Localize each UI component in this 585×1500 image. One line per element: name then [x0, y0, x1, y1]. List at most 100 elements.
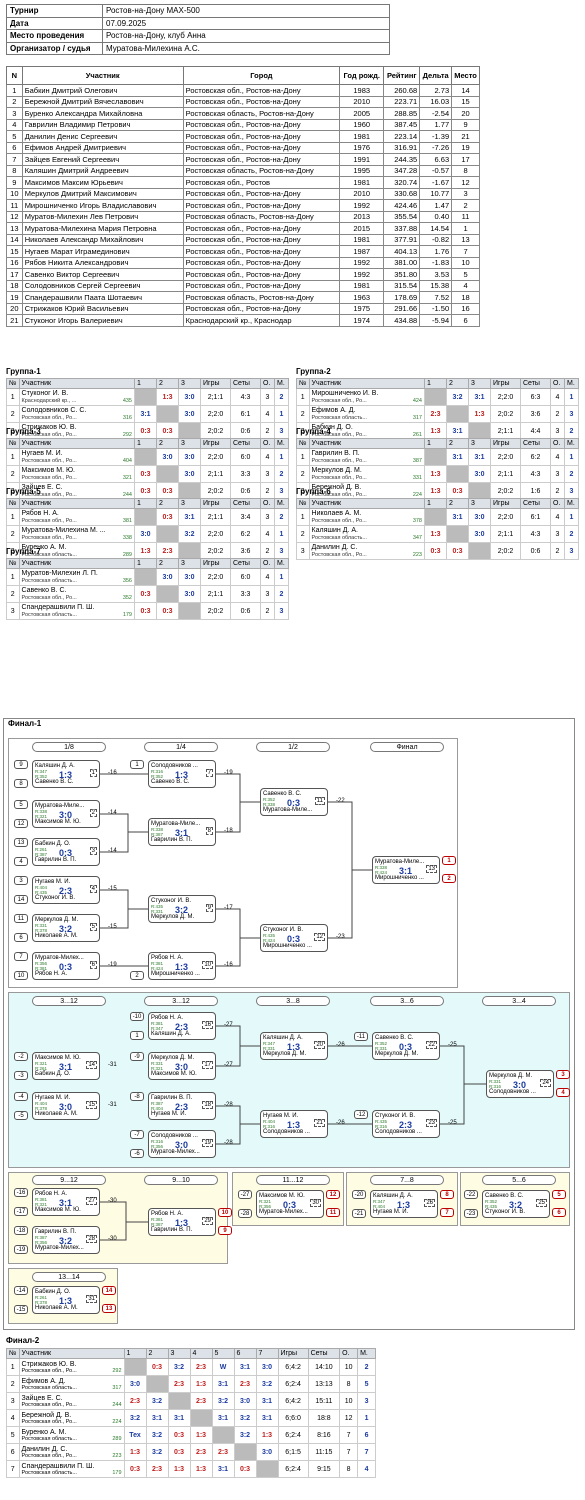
- loser-goes-to: -14: [108, 810, 117, 816]
- seed-badge: -4: [14, 1092, 28, 1101]
- round-label: 1/2: [256, 742, 330, 752]
- place-badge: 14: [102, 1286, 116, 1295]
- round-label: 3...6: [370, 996, 444, 1006]
- seed-badge: 5: [14, 800, 28, 809]
- loser-goes-to: -28: [224, 1102, 233, 1108]
- round-label: 3...8: [256, 996, 330, 1006]
- place-badge: 5: [552, 1190, 566, 1199]
- place-badge: 9: [218, 1226, 232, 1235]
- group-title: Группа-7: [6, 547, 41, 556]
- seed-badge: -8: [130, 1092, 144, 1101]
- round-label: 7...8: [370, 1175, 444, 1185]
- seed-badge: -11: [354, 1032, 368, 1041]
- round-label: 1/4: [144, 742, 218, 752]
- seed-badge: -16: [14, 1188, 28, 1197]
- loser-goes-to: -19: [224, 770, 233, 776]
- seed-badge: 13: [14, 838, 28, 847]
- round-label: 1/8: [32, 742, 106, 752]
- place-badge: 3: [556, 1070, 570, 1079]
- group-title: Группа-1: [6, 367, 41, 376]
- seed-badge: -21: [352, 1209, 366, 1218]
- loser-goes-to: -22: [336, 798, 345, 804]
- loser-goes-to: -15: [108, 886, 117, 892]
- seed-badge: -20: [352, 1190, 366, 1199]
- place-badge: 13: [102, 1304, 116, 1313]
- place-badge: 1: [442, 856, 456, 865]
- loser-goes-to: -25: [448, 1120, 457, 1126]
- seed-badge: 14: [14, 895, 28, 904]
- seed-badge: -19: [14, 1245, 28, 1254]
- seed-badge: 10: [14, 971, 28, 980]
- group-title: Группа-6: [296, 487, 331, 496]
- loser-goes-to: -19: [108, 962, 117, 968]
- group-title: Группа-4: [296, 427, 331, 436]
- seed-badge: 3: [14, 876, 28, 885]
- final-1-title: Финал-1: [8, 719, 42, 728]
- loser-goes-to: -16: [224, 962, 233, 968]
- seed-badge: 4: [14, 857, 28, 866]
- loser-goes-to: -30: [108, 1236, 117, 1242]
- seed-badge: -10: [130, 1012, 144, 1021]
- round-label: 9...10: [144, 1175, 218, 1185]
- loser-goes-to: -28: [224, 1140, 233, 1146]
- loser-goes-to: -31: [108, 1102, 117, 1108]
- place-badge: 12: [326, 1190, 340, 1199]
- place-badge: 2: [442, 874, 456, 883]
- loser-goes-to: -18: [224, 828, 233, 834]
- final-2-title: Финал-2: [6, 1336, 40, 1345]
- round-label: 3...4: [482, 996, 556, 1006]
- seed-badge: 12: [14, 819, 28, 828]
- seed-badge: 11: [14, 914, 28, 923]
- loser-goes-to: -31: [108, 1062, 117, 1068]
- seed-badge: 7: [14, 952, 28, 961]
- seed-badge: -28: [238, 1209, 252, 1218]
- loser-goes-to: -27: [224, 1022, 233, 1028]
- place-badge: 7: [440, 1208, 454, 1217]
- seed-badge: -15: [14, 1305, 28, 1314]
- seed-badge: 6: [14, 933, 28, 942]
- loser-goes-to: -30: [108, 1198, 117, 1204]
